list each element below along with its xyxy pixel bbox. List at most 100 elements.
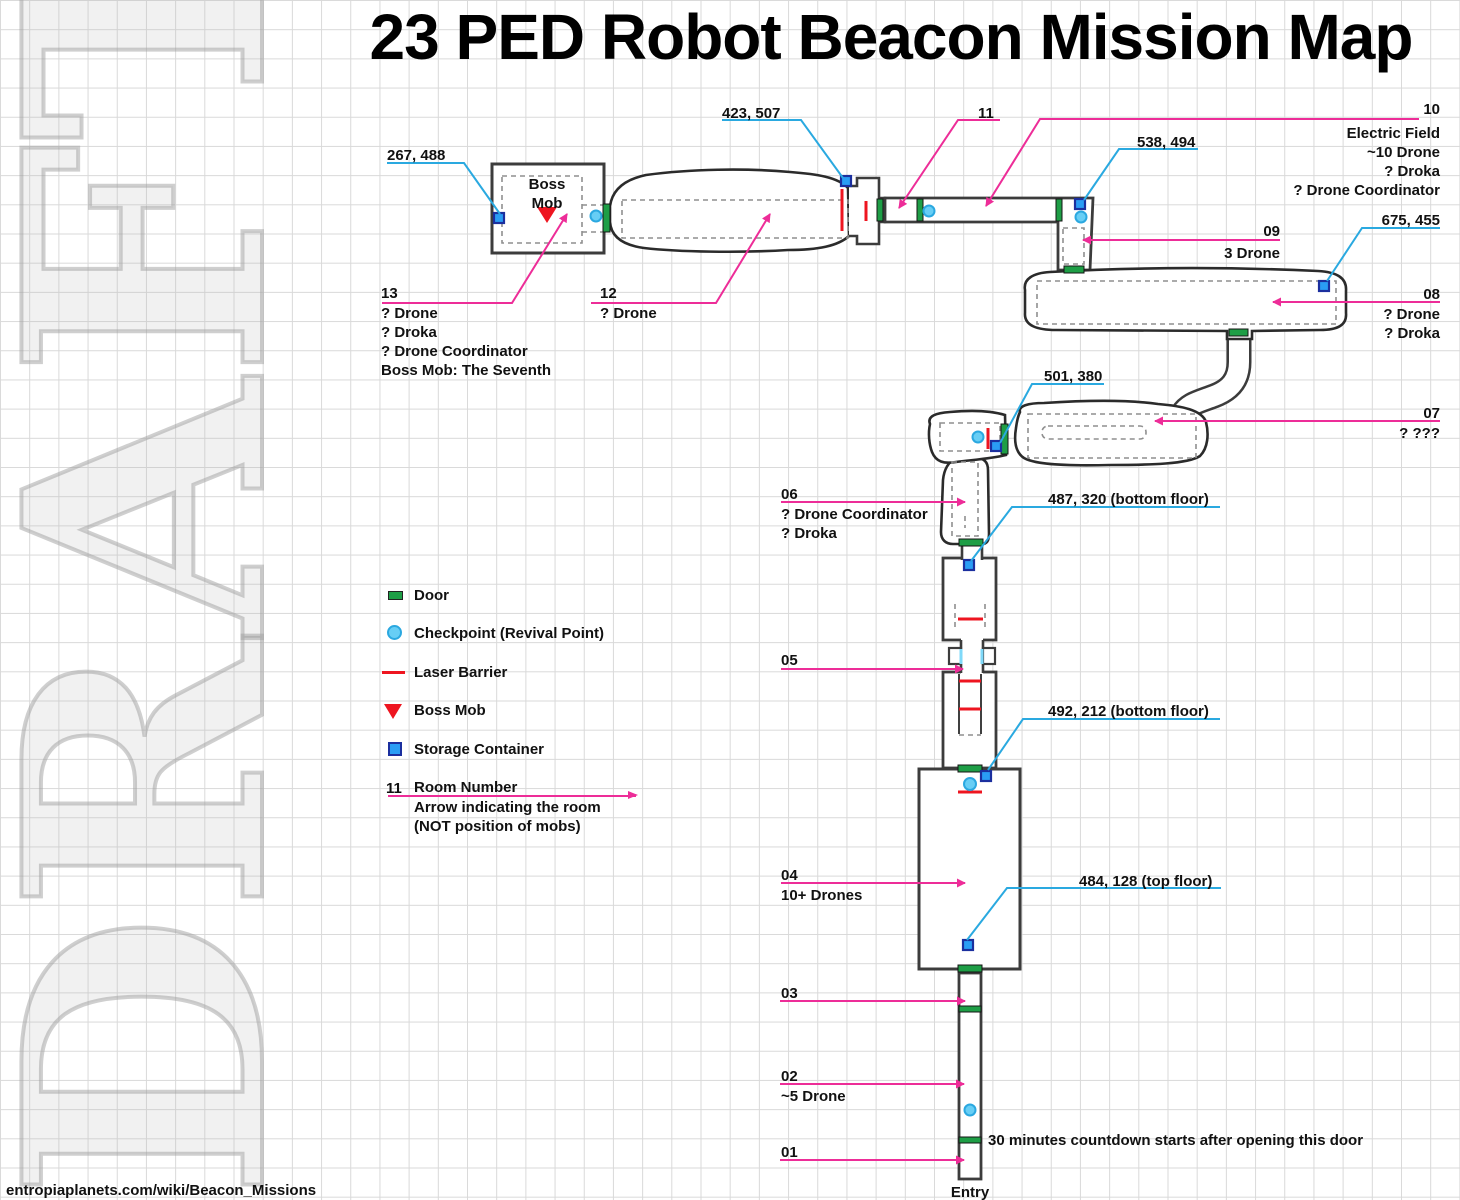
door-icon (602, 203, 611, 233)
storage-container-icon (962, 558, 976, 572)
storage-container-icon (989, 439, 1003, 453)
room-04-note: 10+ Drones (781, 887, 863, 904)
room-13-note: ? Drone Coordinator (381, 343, 528, 360)
room-04-number: 04 (781, 867, 798, 884)
room-05-label: 05 (781, 651, 798, 671)
room-13-label: 13 ? Drone ? Droka ? Drone Coordinator B… (381, 284, 551, 380)
door-icon (1055, 198, 1063, 222)
room-03-number: 03 (781, 985, 798, 1002)
callout-line-538-494 (1083, 148, 1198, 201)
room-02-label: 02 ~5 Drone (781, 1067, 846, 1106)
room-08-note: ? Droka (1384, 325, 1440, 342)
storage-callout-label-675: 675, 455 (1381, 212, 1440, 229)
room-07-label: 07 ? ??? (1399, 404, 1440, 443)
storage-callout-label-487: 487, 320 (bottom floor) (1048, 491, 1209, 508)
legend-arrow-note-2: (NOT position of mobs) (414, 818, 581, 835)
room-08 (1023, 266, 1348, 341)
room-13-note: ? Drone (381, 305, 438, 322)
room-07-number: 07 (1423, 405, 1440, 422)
door-icon (876, 198, 884, 222)
door-icon (1228, 328, 1249, 337)
door-icon (1000, 423, 1009, 455)
room-09-number: 09 (1263, 223, 1280, 240)
room-12-label: 12 ? Drone (600, 284, 657, 323)
storage-container-icon (492, 211, 506, 225)
room-12-number: 12 (600, 285, 617, 302)
room-10-label: 10 Electric Field ~10 Drone ? Droka ? Dr… (1293, 100, 1440, 200)
storage-callout-label-492: 492, 212 (bottom floor) (1048, 703, 1209, 720)
legend-room-number-label: Room Number (414, 779, 518, 796)
checkpoint-icon (963, 777, 977, 791)
legend-boss-label: Boss Mob (414, 702, 486, 719)
boss-room-label-line1: Boss (528, 176, 566, 193)
storage-container-icon (839, 174, 853, 188)
room-02-note: ~5 Drone (781, 1088, 846, 1105)
legend-storage-label: Storage Container (414, 741, 545, 758)
storage-container-icon (961, 938, 975, 952)
room-01-label: 01 (781, 1143, 798, 1163)
storage-callout-label-501: 501, 380 (1044, 368, 1103, 385)
laser-barriers (840, 189, 990, 794)
room-13-note: ? Droka (381, 324, 437, 341)
checkpoints (589, 204, 1088, 1117)
legend-door-label: Door (414, 587, 449, 604)
room-06-number: 06 (781, 486, 798, 503)
storage-callout-label-423: 423, 507 (722, 105, 781, 122)
storage-container-icon (1317, 279, 1331, 293)
storage-callout-label-538: 538, 494 (1137, 134, 1196, 151)
door-icon (388, 591, 403, 600)
checkpoint-icon (922, 204, 936, 218)
room-10-number: 10 (1423, 101, 1440, 118)
room-callout-arrows (382, 118, 1440, 1165)
callout-arrow-room-10 (985, 118, 1419, 207)
callout-line-675-455 (1326, 227, 1440, 282)
callout-arrow-room-13 (382, 213, 568, 304)
boss-mob-icon (384, 704, 402, 719)
room-04-label: 04 10+ Drones (781, 866, 862, 905)
room-10-note: Electric Field (1346, 125, 1440, 142)
callout-line-501-380 (999, 383, 1104, 444)
door-icon (957, 764, 983, 773)
callout-arrow-room-12 (591, 213, 771, 304)
door-icon (916, 198, 924, 222)
door-icon (1063, 265, 1085, 274)
page-title: 23 PED Robot Beacon Mission Map (369, 1, 1414, 73)
storage-callout-lines (387, 119, 1440, 941)
room-08-label: 08 ? Drone ? Droka (1383, 285, 1440, 343)
entry-label: Entry (950, 1184, 990, 1200)
laser-room (941, 670, 998, 770)
door-icon (958, 1136, 982, 1144)
room-12 (608, 168, 851, 254)
room-02-number: 02 (781, 1068, 798, 1085)
room-13-note: Boss Mob: The Seventh (381, 362, 552, 379)
door-icon (958, 1005, 982, 1013)
room-10-note: ~10 Drone (1367, 144, 1440, 161)
room-01-number: 01 (781, 1144, 798, 1161)
room-11-label: 11 (978, 104, 994, 124)
room-06-note: ? Droka (781, 525, 837, 542)
room-09-note: 3 Drone (1224, 245, 1280, 262)
laser-barrier-icon (382, 671, 405, 674)
callout-line-423-507 (722, 119, 844, 179)
footer-url: entropiaplanets.com/wiki/Beacon_Missions (6, 1182, 317, 1199)
boss-mob-icon (537, 207, 557, 223)
callout-line-487-320 (970, 506, 1220, 562)
boss-room-label-line2: Mob (531, 195, 563, 212)
room-09-label: 09 3 Drone (1224, 222, 1280, 263)
room-arrow-icon (388, 791, 638, 799)
storage-callout-label-267: 267, 488 (387, 147, 446, 164)
callout-line-267-488 (387, 162, 501, 215)
entry-corridor (957, 971, 983, 1181)
storage-container-icon (979, 769, 993, 783)
room-07-note: ? ??? (1399, 425, 1440, 442)
room-05-number: 05 (781, 652, 798, 669)
storage-container-icon (388, 742, 402, 756)
boss-room-label: Boss Mob (505, 175, 589, 213)
legend-room-number-symbol: 11 (386, 780, 402, 797)
room-10-note: ? Drone Coordinator (1293, 182, 1440, 199)
legend-laser-label: Laser Barrier (414, 664, 508, 681)
room-03-label: 03 (781, 984, 798, 1004)
door-icon (958, 538, 984, 547)
